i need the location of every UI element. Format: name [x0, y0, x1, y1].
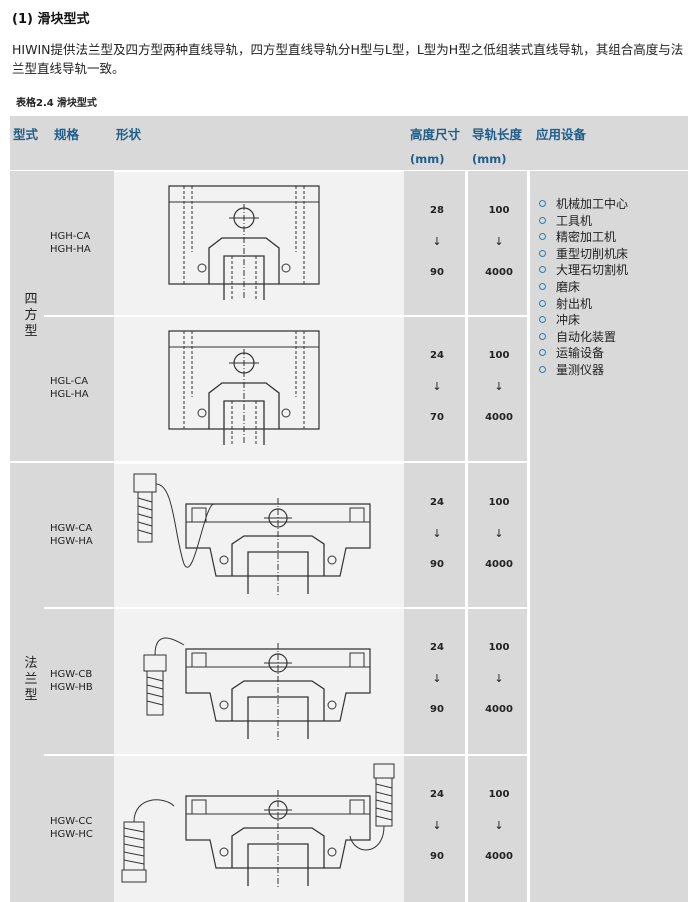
height-range-arrow: ↓ — [432, 819, 442, 832]
application-item: 工具机 — [536, 213, 628, 230]
length-min: 100 — [488, 350, 510, 361]
slider-drawing-svg — [114, 172, 404, 317]
model-code: HGW-CA — [50, 522, 93, 534]
height-max: 90 — [430, 851, 444, 862]
length-max: 4000 — [485, 704, 513, 715]
height-min: 24 — [430, 497, 444, 508]
section-heading: (1) 滑块型式 — [12, 12, 90, 27]
application-list: 机械加工中心工具机精密加工机重型切削机床大理石切割机磨床射出机冲床自动化装置运输… — [536, 196, 628, 379]
height-range-arrow: ↓ — [432, 527, 442, 540]
column-separator — [527, 171, 530, 902]
height-max: 90 — [430, 267, 444, 278]
application-item: 大理石切割机 — [536, 262, 628, 279]
height-max: 70 — [430, 412, 444, 423]
model-code: HGH-CA — [50, 230, 91, 242]
model-code: HGL-CA — [50, 375, 89, 387]
length-min: 100 — [488, 642, 510, 653]
application-item: 量测仪器 — [536, 362, 628, 379]
header-application: 应用设备 — [536, 127, 587, 142]
length-max: 4000 — [485, 412, 513, 423]
length-range-arrow: ↓ — [494, 819, 504, 832]
group-type-square: 四方型 — [24, 292, 38, 339]
header-length-unit: (mm) — [472, 152, 507, 166]
application-item: 运输设备 — [536, 345, 628, 362]
application-item: 自动化装置 — [536, 329, 628, 346]
model-code: HGL-HA — [50, 388, 89, 400]
height-min: 24 — [430, 642, 444, 653]
header-type: 型式 — [13, 127, 39, 142]
height-range-arrow: ↓ — [432, 672, 442, 685]
header-height: 高度尺寸 — [410, 127, 461, 142]
application-item: 磨床 — [536, 279, 628, 296]
table-caption: 表格2.4 滑块型式 — [16, 94, 97, 109]
slider-drawing — [114, 171, 404, 316]
header-length: 导轨长度 — [472, 127, 523, 142]
slider-drawing-svg — [114, 756, 404, 902]
intro-text: HIWIN提供法兰型及四方型两种直线导轨，四方型直线导轨分H型与L型，L型为H型… — [12, 42, 684, 76]
length-min: 100 — [488, 497, 510, 508]
height-max: 90 — [430, 704, 444, 715]
slider-drawing — [114, 755, 404, 902]
slider-drawing — [114, 608, 404, 755]
slider-drawing-svg — [114, 609, 404, 756]
length-range-arrow: ↓ — [494, 235, 504, 248]
column-separator — [465, 171, 468, 902]
height-range-arrow: ↓ — [432, 235, 442, 248]
model-code: HGW-HB — [50, 681, 93, 693]
slider-drawing-lines — [134, 474, 370, 596]
table-header — [10, 116, 688, 170]
application-item: 重型切削机床 — [536, 246, 628, 263]
model-code: HGW-CC — [50, 815, 93, 827]
header-height-unit: (mm) — [410, 152, 445, 166]
height-range-arrow: ↓ — [432, 380, 442, 393]
length-max: 4000 — [485, 559, 513, 570]
height-min: 28 — [430, 205, 444, 216]
model-code: HGH-HA — [50, 243, 91, 255]
model-code: HGW-HC — [50, 828, 93, 840]
length-max: 4000 — [485, 267, 513, 278]
slider-drawing-lines — [169, 186, 319, 300]
header-shape: 形状 — [116, 127, 142, 142]
length-range-arrow: ↓ — [494, 672, 504, 685]
height-max: 90 — [430, 559, 444, 570]
slider-drawing-svg — [114, 317, 404, 462]
length-range-arrow: ↓ — [494, 380, 504, 393]
slider-drawing-lines — [122, 764, 394, 888]
table-caption-number: 表格2.4 — [16, 98, 54, 109]
length-min: 100 — [488, 205, 510, 216]
height-min: 24 — [430, 350, 444, 361]
slider-drawing — [114, 463, 404, 608]
header-spec: 规格 — [54, 127, 80, 142]
slider-drawing — [114, 316, 404, 461]
length-min: 100 — [488, 789, 510, 800]
application-item: 射出机 — [536, 296, 628, 313]
table-caption-title: 滑块型式 — [56, 98, 97, 109]
application-item: 冲床 — [536, 312, 628, 329]
model-code: HGW-HA — [50, 535, 93, 547]
slider-drawing-lines — [144, 638, 370, 741]
slider-drawing-svg — [114, 464, 404, 609]
application-item: 机械加工中心 — [536, 196, 628, 213]
group-separator — [10, 461, 528, 463]
height-min: 24 — [430, 789, 444, 800]
application-item: 精密加工机 — [536, 229, 628, 246]
group-type-flange: 法兰型 — [24, 656, 38, 703]
slider-drawing-lines — [169, 331, 319, 445]
length-max: 4000 — [485, 851, 513, 862]
length-range-arrow: ↓ — [494, 527, 504, 540]
model-code: HGW-CB — [50, 668, 93, 680]
